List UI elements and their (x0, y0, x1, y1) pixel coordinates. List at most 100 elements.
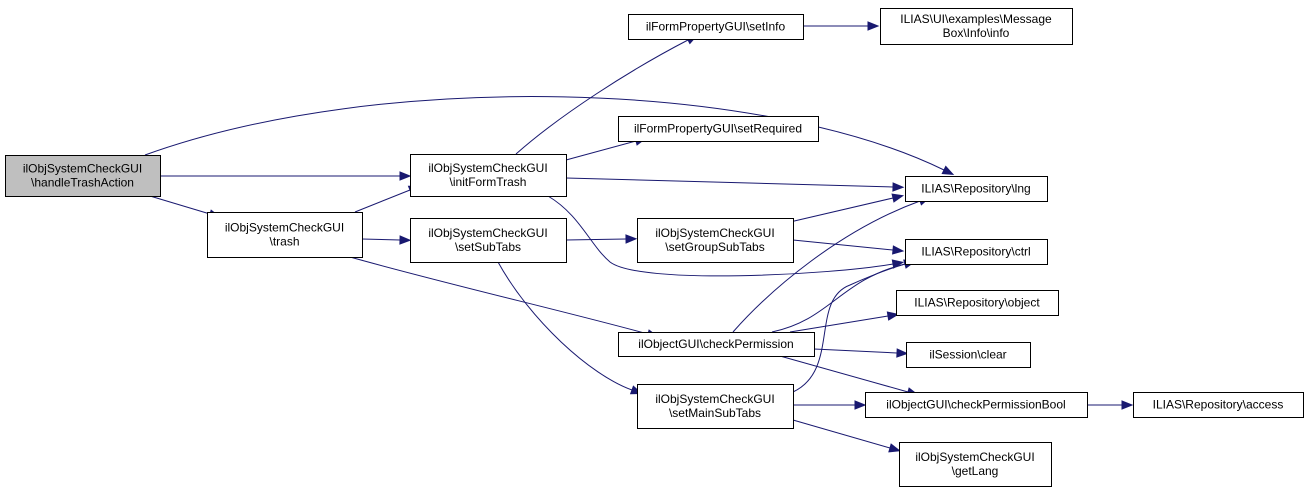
node-setInfo[interactable]: ilFormPropertyGUI\setInfo (628, 14, 804, 40)
node-box (906, 342, 1031, 368)
node-box (865, 392, 1088, 418)
edge-line (565, 140, 637, 161)
edge-checkPermission-to-object (789, 311, 900, 333)
node-label-line: ilFormPropertyGUI\setRequired (634, 122, 802, 136)
edge-line (792, 419, 891, 449)
edge-line (497, 261, 633, 391)
arrowhead (867, 21, 880, 31)
node-initFormTrash[interactable]: ilObjSystemCheckGUI\initFormTrash (410, 154, 567, 197)
edge-line (732, 200, 921, 333)
arrowhead (892, 182, 905, 192)
edge-line (792, 239, 894, 251)
edge-setGroupSubTabs-to-ctrl (792, 239, 905, 255)
node-box (899, 442, 1052, 487)
edge-line (515, 39, 689, 155)
node-setSubTabs[interactable]: ilObjSystemCheckGUI\setSubTabs (410, 218, 567, 263)
arrowhead (896, 348, 909, 358)
node-label-line: ilObjSystemCheckGUI (655, 226, 774, 240)
node-getLang[interactable]: ilObjSystemCheckGUI\getLang (899, 442, 1052, 487)
arrowhead (941, 165, 955, 175)
edge-initFormTrash-to-lng (565, 177, 905, 192)
arrowhead (399, 171, 412, 181)
node-box (905, 239, 1048, 265)
node-setMainSubTabs[interactable]: ilObjSystemCheckGUI\setMainSubTabs (637, 384, 794, 429)
edge-line (354, 189, 411, 213)
node-label-line: ilSession\clear (929, 348, 1006, 362)
node-box (637, 384, 794, 429)
node-trash[interactable]: ilObjSystemCheckGUI\trash (207, 212, 363, 258)
node-label-line: \initFormTrash (450, 175, 527, 189)
edge-setGroupSubTabs-to-lng (789, 193, 905, 223)
node-label-line: ilObjSystemCheckGUI (915, 450, 1034, 464)
node-box (207, 212, 363, 258)
edge-line (565, 238, 627, 241)
edge-setMainSubTabs-to-getLang (792, 419, 901, 453)
arrowhead (625, 234, 638, 244)
node-box (628, 14, 804, 40)
edge-checkPermission-to-checkPermissionBool (779, 355, 919, 397)
node-access[interactable]: ILIAS\Repository\access (1133, 392, 1304, 418)
node-box (905, 176, 1048, 202)
arrowhead (888, 443, 901, 453)
node-checkPermission[interactable]: ilObjectGUI\checkPermission (618, 332, 815, 357)
node-label-line: \setMainSubTabs (669, 406, 761, 420)
node-box (410, 154, 567, 197)
node-label-line: ilObjSystemCheckGUI (225, 221, 344, 235)
node-label-line: \getLang (952, 464, 999, 478)
node-label-line: ilObjectGUI\checkPermissionBool (886, 398, 1065, 412)
node-setGroupSubTabs[interactable]: ilObjSystemCheckGUI\setGroupSubTabs (637, 218, 794, 263)
node-box (410, 218, 567, 263)
node-box (1133, 392, 1304, 418)
edge-initFormTrash-to-ctrl (547, 195, 905, 277)
edge-line (792, 263, 906, 393)
edge-line (361, 238, 401, 241)
node-label-line: ilObjSystemCheckGUI (428, 226, 547, 240)
edge-setInfo-to-messageBoxInfo (803, 21, 880, 31)
edge-handleTrashAction-to-lng (144, 96, 955, 175)
node-label-line: ilFormPropertyGUI\setInfo (646, 20, 786, 34)
node-box (618, 332, 815, 357)
node-sessionClear[interactable]: ilSession\clear (906, 342, 1031, 368)
edge-line (547, 195, 894, 277)
node-lng[interactable]: ILIAS\Repository\lng (905, 176, 1048, 202)
arrowhead (399, 235, 412, 245)
arrowhead (892, 245, 905, 255)
edge-line (149, 195, 211, 215)
node-box (880, 8, 1073, 45)
node-label-line: ILIAS\Repository\access (1153, 398, 1284, 412)
arrowhead (891, 193, 905, 203)
node-label-line: ILIAS\Repository\lng (921, 182, 1030, 196)
node-label-line: ilObjSystemCheckGUI (23, 162, 142, 176)
edge-checkPermission-to-ctrl (771, 259, 917, 333)
edge-line (144, 96, 945, 171)
edge-checkPermissionBool-to-access (1087, 400, 1134, 410)
edge-setSubTabs-to-setMainSubTabs (497, 261, 643, 395)
arrowhead (891, 259, 905, 269)
node-handleTrashAction[interactable]: ilObjSystemCheckGUI\handleTrashAction (5, 155, 161, 197)
node-setRequired[interactable]: ilFormPropertyGUI\setRequired (618, 116, 819, 142)
node-label-line: ilObjectGUI\checkPermission (638, 337, 793, 351)
edge-line (789, 315, 889, 333)
node-box (896, 290, 1059, 316)
node-checkPermissionBool[interactable]: ilObjectGUI\checkPermissionBool (865, 392, 1088, 418)
node-label-line: ILIAS\UI\examples\Message (900, 12, 1052, 26)
edge-line (779, 355, 909, 393)
node-label-line: \handleTrashAction (31, 176, 134, 190)
node-label-line: ILIAS\Repository\object (914, 296, 1040, 310)
node-label-line: ilObjSystemCheckGUI (428, 161, 547, 175)
node-box (637, 218, 794, 263)
node-ctrl[interactable]: ILIAS\Repository\ctrl (905, 239, 1048, 265)
node-object[interactable]: ILIAS\Repository\object (896, 290, 1059, 316)
edge-line (813, 348, 898, 354)
node-label-line: Box\Info\info (943, 26, 1010, 40)
node-label-line: \setSubTabs (455, 240, 521, 254)
edge-checkPermission-to-sessionClear (813, 348, 909, 358)
edge-line (349, 256, 649, 335)
edge-line (565, 177, 894, 188)
edge-line (789, 197, 894, 223)
node-label-line: ILIAS\Repository\ctrl (921, 245, 1030, 259)
edge-handleTrashAction-to-initFormTrash (158, 171, 412, 181)
edge-setSubTabs-to-setGroupSubTabs (565, 234, 638, 244)
